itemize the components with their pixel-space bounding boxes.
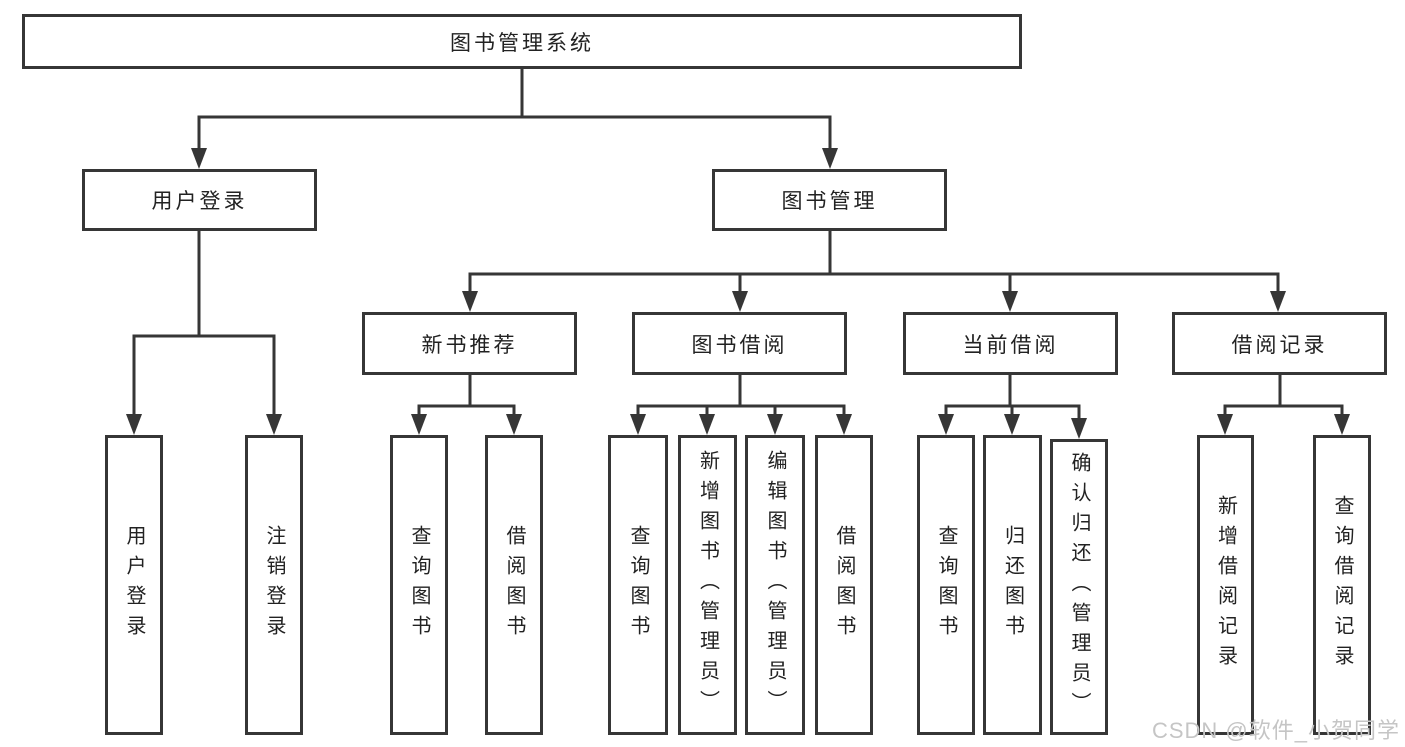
node-new-book-recommend: 新书推荐 (362, 312, 577, 375)
node-book-borrow: 图书借阅 (632, 312, 847, 375)
leaf-query-book-3: 查询图书 (917, 435, 975, 735)
leaf-query-book-3-label: 查询图书 (935, 525, 957, 645)
leaf-return-book: 归还图书 (983, 435, 1042, 735)
node-borrow-record-label: 借阅记录 (1231, 333, 1328, 357)
leaf-logout-label: 注销登录 (263, 525, 285, 645)
leaf-query-book-1-label: 查询图书 (408, 525, 430, 645)
leaf-confirm-return-admin-label: 确认归还（管理员） (1068, 452, 1090, 722)
node-borrow-record: 借阅记录 (1172, 312, 1387, 375)
node-library-system-label: 图书管理系统 (450, 31, 594, 55)
leaf-edit-book-admin-label: 编辑图书（管理员） (764, 450, 786, 720)
node-current-borrow: 当前借阅 (903, 312, 1118, 375)
leaf-query-borrow-record: 查询借阅记录 (1313, 435, 1371, 735)
leaf-confirm-return-admin: 确认归还（管理员） (1050, 439, 1108, 735)
arrowheads (126, 148, 1350, 439)
leaf-query-book-2-label: 查询图书 (627, 525, 649, 645)
watermark: CSDN @软件_小贺同学 (1151, 718, 1400, 743)
node-user-login: 用户登录 (82, 169, 317, 231)
leaf-borrow-book-1: 借阅图书 (485, 435, 543, 735)
node-library-system: 图书管理系统 (22, 14, 1022, 69)
node-book-management-label: 图书管理 (781, 190, 878, 213)
leaf-query-borrow-record-label: 查询借阅记录 (1331, 495, 1353, 675)
leaf-return-book-label: 归还图书 (1001, 525, 1024, 645)
leaf-borrow-book-2-label: 借阅图书 (833, 525, 855, 645)
leaf-add-borrow-record: 新增借阅记录 (1197, 435, 1254, 735)
leaf-query-book-1: 查询图书 (390, 435, 448, 735)
leaf-user-login: 用户登录 (105, 435, 163, 735)
leaf-borrow-book-2: 借阅图书 (815, 435, 873, 735)
node-book-borrow-label: 图书借阅 (691, 333, 788, 357)
node-book-management: 图书管理 (712, 169, 947, 231)
leaf-edit-book-admin: 编辑图书（管理员） (745, 435, 805, 735)
leaf-borrow-book-1-label: 借阅图书 (503, 525, 525, 645)
leaf-add-book-admin: 新增图书（管理员） (678, 435, 737, 735)
leaf-logout: 注销登录 (245, 435, 303, 735)
leaf-add-borrow-record-label: 新增借阅记录 (1214, 495, 1237, 675)
node-user-login-label: 用户登录 (151, 190, 248, 213)
node-new-book-recommend-label: 新书推荐 (421, 333, 518, 357)
leaf-add-book-admin-label: 新增图书（管理员） (696, 450, 719, 720)
leaf-query-book-2: 查询图书 (608, 435, 668, 735)
node-current-borrow-label: 当前借阅 (962, 333, 1059, 357)
leaf-user-login-label: 用户登录 (123, 525, 145, 645)
